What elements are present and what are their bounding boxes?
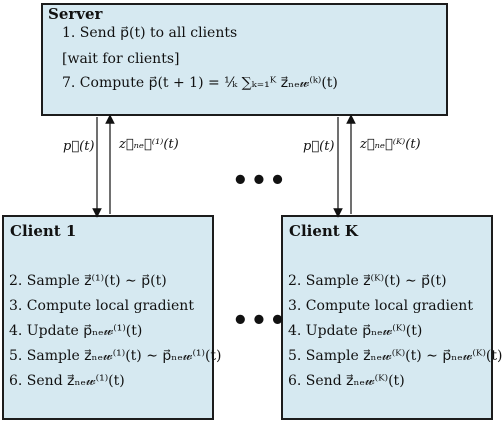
client-k-step-5: 5. Sample z⃗ₙₑ𝓌⁽ᴷ⁾(t) ∼ p⃗ₙₑ𝓌⁽ᴷ⁾(t)	[288, 348, 502, 364]
client-1-step-2: 2. Sample z⃗⁽¹⁾(t) ∼ p⃗(t)	[9, 273, 167, 289]
client-1-step-6: 6. Send z⃗ₙₑ𝓌⁽¹⁾(t)	[9, 373, 125, 389]
ellipsis-middle: •••	[232, 306, 288, 336]
label-left-down: p⃗(t)	[63, 139, 95, 154]
label-left-up: z⃗ₙₑ𝓌⁽¹⁾(t)	[119, 137, 179, 152]
server-box	[41, 3, 448, 116]
label-right-up: z⃗ₙₑ𝓌⁽ᴷ⁾(t)	[360, 137, 421, 152]
label-right-down: p⃗(t)	[303, 139, 335, 154]
ellipsis-top: •••	[232, 166, 288, 196]
client-1-box	[2, 215, 214, 420]
client-1-step-5: 5. Sample z⃗ₙₑ𝓌⁽¹⁾(t) ∼ p⃗ₙₑ𝓌⁽¹⁾(t)	[9, 348, 222, 364]
server-wait-note: [wait for clients]	[62, 51, 180, 67]
server-step-1: 1. Send p⃗(t) to all clients	[62, 25, 238, 41]
client-1-title: Client 1	[10, 222, 77, 240]
client-k-box	[281, 215, 493, 420]
client-k-step-4: 4. Update p⃗ₙₑ𝓌⁽ᴷ⁾(t)	[288, 323, 423, 339]
server-step-7: 7. Compute p⃗(t + 1) = ¹⁄ₖ ∑ₖ₌₁ᴷ z⃗ₙₑ𝓌⁽ᵏ…	[62, 75, 338, 91]
client-1-step-3: 3. Compute local gradient	[9, 298, 194, 314]
server-title: Server	[48, 5, 103, 23]
client-k-step-2: 2. Sample z⃗⁽ᴷ⁾(t) ∼ p⃗(t)	[288, 273, 447, 289]
client-k-title: Client K	[289, 222, 358, 240]
client-k-step-6: 6. Send z⃗ₙₑ𝓌⁽ᴷ⁾(t)	[288, 373, 405, 389]
client-1-step-4: 4. Update p⃗ₙₑ𝓌⁽¹⁾(t)	[9, 323, 143, 339]
client-k-step-3: 3. Compute local gradient	[288, 298, 473, 314]
